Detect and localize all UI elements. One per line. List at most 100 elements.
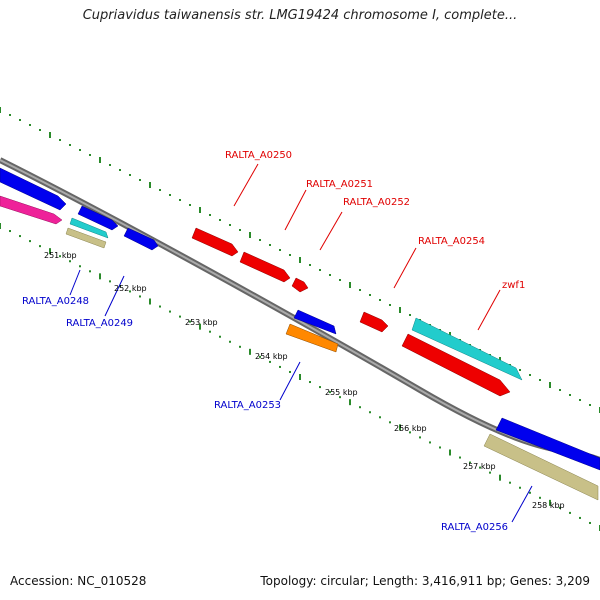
ruler-minor-tick: [159, 189, 161, 191]
tick-label: 257 kbp: [463, 462, 496, 471]
ruler-minor-tick: [559, 506, 561, 509]
ruler-minor-tick: [79, 265, 81, 268]
ruler-major-tick: [49, 248, 51, 255]
tick-label: 255 kbp: [325, 388, 358, 397]
ruler-major-tick: [199, 323, 201, 330]
ruler-minor-tick: [79, 149, 81, 151]
ruler-minor-tick: [29, 124, 31, 126]
ruler-major-tick: [199, 207, 201, 213]
ruler-minor-tick: [129, 174, 131, 176]
gene-label-zwf1[interactable]: zwf1: [502, 280, 525, 291]
gene-arrow-khaki[interactable]: [483, 433, 599, 501]
gene-arrow-orange[interactable]: [285, 323, 339, 353]
gene-label-ralta-a0250[interactable]: RALTA_A0250: [225, 150, 292, 161]
ruler-minor-tick: [359, 289, 361, 291]
ruler-minor-tick: [239, 229, 241, 231]
ruler-minor-tick: [269, 244, 271, 246]
gene-label-ralta-a0254[interactable]: RALTA_A0254: [418, 236, 485, 247]
ruler-minor-tick: [359, 406, 361, 409]
gene-label-ralta-a0249[interactable]: RALTA_A0249: [66, 318, 133, 329]
ruler-minor-tick: [189, 320, 191, 323]
ruler-major-tick: [549, 499, 551, 506]
gene-arrow-cyan[interactable]: [69, 217, 109, 239]
ruler-minor-tick: [209, 330, 211, 333]
gene-features: [0, 167, 600, 501]
gene-arrow-red[interactable]: [291, 277, 309, 293]
ruler-minor-tick: [309, 264, 311, 266]
ruler-minor-tick: [119, 285, 121, 288]
ruler-major-tick: [99, 273, 101, 280]
ruler-minor-tick: [69, 144, 71, 146]
ruler-major-tick: [149, 182, 151, 188]
ruler-minor-tick: [409, 314, 411, 316]
ruler-minor-tick: [19, 119, 21, 121]
gene-label-ralta-a0251[interactable]: RALTA_A0251: [306, 179, 373, 190]
gene-arrow-blue[interactable]: [77, 205, 119, 231]
ruler-major-tick: [299, 257, 301, 263]
ruler-minor-tick: [529, 491, 531, 494]
ruler-minor-tick: [509, 481, 511, 484]
ruler-minor-tick: [309, 381, 311, 384]
ruler-major-tick: [149, 298, 151, 305]
ruler-major-tick: [249, 232, 251, 238]
ruler-minor-tick: [489, 471, 491, 474]
ruler-minor-tick: [329, 391, 331, 394]
ruler-minor-tick: [569, 511, 571, 514]
ruler-minor-tick: [189, 204, 191, 206]
ruler-major-tick: [0, 223, 1, 229]
ruler-minor-tick: [239, 345, 241, 348]
tick-label: 258 kbp: [532, 501, 565, 510]
gene-arrow-blue[interactable]: [0, 167, 67, 211]
ruler-minor-tick: [419, 436, 421, 439]
gene-label-ralta-a0252[interactable]: RALTA_A0252: [343, 197, 410, 208]
ruler-minor-tick: [179, 199, 181, 201]
gene-arrow-red[interactable]: [239, 251, 291, 283]
tick-label: 256 kbp: [394, 424, 427, 433]
ruler-minor-tick: [379, 299, 381, 301]
ruler-minor-tick: [69, 260, 71, 263]
ruler-minor-tick: [19, 235, 21, 238]
ruler-major-tick: [399, 424, 401, 431]
gene-arrow-red[interactable]: [401, 333, 511, 397]
gene-arrow-magenta[interactable]: [0, 195, 63, 225]
ruler-minor-tick: [169, 194, 171, 196]
gene-arrow-blue[interactable]: [123, 227, 159, 251]
tick-label: 254 kbp: [255, 352, 288, 361]
ruler-minor-tick: [469, 461, 471, 464]
ruler-minor-tick: [329, 274, 331, 276]
ruler-minor-tick: [59, 255, 61, 258]
gene-label-ralta-a0253[interactable]: RALTA_A0253: [214, 400, 281, 411]
gene-arrow-red[interactable]: [359, 311, 389, 333]
ruler-minor-tick: [229, 340, 231, 343]
ruler-major-tick: [349, 399, 351, 406]
ruler-major-tick: [349, 282, 351, 288]
ruler-minor-tick: [259, 239, 261, 241]
ruler-minor-tick: [379, 416, 381, 419]
gene-arrow-cyan[interactable]: [411, 317, 523, 381]
ruler-minor-tick: [159, 305, 161, 308]
ruler-minor-tick: [529, 374, 531, 376]
ruler-minor-tick: [259, 355, 261, 358]
gene-arrow-blue[interactable]: [293, 309, 337, 335]
gene-labels: RALTA_A0250 RALTA_A0251 RALTA_A0252 RALT…: [22, 150, 525, 533]
tick-label: 252 kbp: [114, 284, 147, 293]
ruler-minor-tick: [319, 386, 321, 389]
gene-label-ralta-a0248[interactable]: RALTA_A0248: [22, 296, 89, 307]
ruler-minor-tick: [39, 129, 41, 131]
tick-label: 251 kbp: [44, 251, 77, 260]
inner-ruler: [0, 223, 600, 531]
gene-arrow-red[interactable]: [191, 227, 239, 257]
ruler-minor-tick: [9, 230, 11, 233]
ruler-minor-tick: [559, 389, 561, 391]
gene-arrow-khaki[interactable]: [65, 227, 107, 249]
gene-label-ralta-a0256[interactable]: RALTA_A0256: [441, 522, 508, 533]
ruler-minor-tick: [319, 269, 321, 271]
accession-text: Accession: NC_010528: [10, 574, 147, 588]
ruler-minor-tick: [459, 456, 461, 459]
tick-label: 253 kbp: [185, 318, 218, 327]
ruler-minor-tick: [229, 224, 231, 226]
ruler-minor-tick: [9, 114, 11, 116]
gene-arrow-blue[interactable]: [495, 417, 600, 471]
ruler-major-tick: [49, 132, 51, 138]
